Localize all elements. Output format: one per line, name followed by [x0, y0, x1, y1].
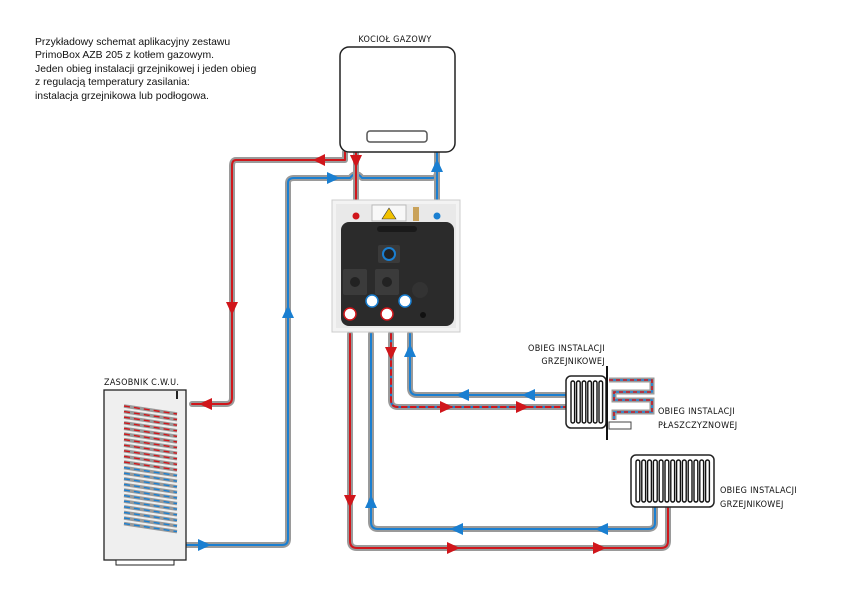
- coil-turn-core: [123, 410, 178, 421]
- coil-turn-core: [123, 438, 178, 449]
- arrow-tank-out-right: [198, 539, 211, 551]
- radiator-fin: [570, 380, 576, 424]
- thermometer-3: [343, 307, 357, 321]
- arrow-c2-return-up: [365, 495, 377, 508]
- radiator-1-label-line1: OBIEG INSTALACJI: [528, 344, 605, 354]
- arrow-c2-supply-right-1: [447, 542, 460, 554]
- radiator-fin: [687, 459, 693, 503]
- description-line: Przykładowy schemat aplikacyjny zestawu: [35, 37, 231, 48]
- boiler-label: KOCIOŁ GAZOWY: [358, 35, 431, 45]
- radiator-fin: [693, 459, 699, 503]
- arrow-c1-supply-right-2: [516, 401, 529, 413]
- tank-label: ZASOBNIK C.W.U.: [104, 378, 179, 388]
- floor-label-line2: PŁASZCZYZNOWEJ: [658, 421, 737, 431]
- coil-turn-core: [123, 517, 178, 527]
- radiator-fin: [658, 459, 664, 503]
- thermometer-2: [398, 294, 412, 308]
- radiator-fin: [587, 380, 593, 424]
- coil-turn-core: [123, 489, 178, 499]
- coil-turn-core: [123, 466, 178, 477]
- description-line: instalacja grzejnikowa lub podłogowa.: [35, 90, 209, 102]
- pipe-circuit2-return: [368, 331, 658, 532]
- arrow-supply-into-tank: [199, 398, 212, 410]
- arrow-c1-return-left-1: [456, 389, 469, 401]
- arrow-c1-return-left-2: [522, 389, 535, 401]
- arrow-c1-supply-right-1: [440, 401, 453, 413]
- coil-turn-core: [123, 461, 178, 471]
- radiator-fin: [699, 459, 705, 503]
- pipe-circuit1-supply: [388, 331, 571, 410]
- pipe-tank-supply: [189, 149, 348, 407]
- floor-label-line1: OBIEG INSTALACJI: [658, 407, 735, 417]
- thermometer-1: [365, 294, 379, 308]
- coil-turn-core: [123, 433, 178, 443]
- coil-turn-core: [123, 416, 178, 426]
- coil-turn-core: [123, 500, 178, 510]
- thermometer-4: [380, 307, 394, 321]
- radiator-fin: [592, 380, 598, 424]
- arrow-c1-return-up: [404, 344, 416, 357]
- radiator-fin: [704, 459, 711, 503]
- arrow-return-up: [282, 305, 294, 318]
- radiator-2: OBIEG INSTALACJI GRZEJNIKOWEJ: [630, 454, 797, 510]
- radiator-fin: [575, 380, 581, 424]
- coil-turn-core: [123, 506, 178, 516]
- tank-coil: [123, 404, 178, 534]
- coil-turn-core: [123, 522, 178, 533]
- radiator-1-label-line2: GRZEJNIKOWEJ: [541, 357, 605, 367]
- primobox-module: [331, 199, 461, 333]
- radiator-1: OBIEG INSTALACJI GRZEJNIKOWEJ: [528, 344, 608, 440]
- radiator-fin: [681, 459, 687, 503]
- arrow-c2-return-left-2: [595, 523, 608, 535]
- coil-turn-core: [123, 494, 178, 505]
- description-line: Jeden obieg instalacji grzejnikowej i je…: [35, 63, 257, 75]
- radiator-fin: [670, 459, 676, 503]
- hot-water-tank: ZASOBNIK C.W.U.: [103, 378, 187, 566]
- coil-turn-core: [123, 483, 178, 494]
- arrow-boiler-return-up: [431, 159, 443, 172]
- arrow-c2-supply-right-2: [593, 542, 606, 554]
- pipes: [177, 149, 671, 551]
- coil-turn-core: [123, 444, 178, 454]
- arrow-supply-left: [313, 154, 325, 166]
- arrow-boiler-supply-down: [350, 155, 362, 168]
- flow-arrows: [198, 154, 608, 554]
- warning-icon: [381, 207, 397, 220]
- description-line: z regulacją temperatury zasilania:: [35, 77, 190, 89]
- coil-turn-core: [123, 427, 178, 438]
- radiator-fin: [652, 459, 658, 503]
- radiator-fin: [641, 459, 647, 503]
- radiator-2-label-line1: OBIEG INSTALACJI: [720, 486, 797, 496]
- arrow-return-right: [327, 172, 340, 184]
- arrow-supply-down: [226, 302, 238, 315]
- pipe-circuit2-supply: [347, 331, 671, 551]
- description-line: PrimoBox AZB 205 z kotłem gazowym.: [35, 50, 215, 62]
- radiator-2-label-line2: GRZEJNIKOWEJ: [720, 500, 784, 510]
- radiator-1-fins: [570, 380, 604, 424]
- pipe-circuit1-return: [407, 331, 571, 398]
- radiator-fin: [646, 459, 653, 503]
- radiator-fin: [664, 459, 670, 503]
- radiator-fin: [675, 459, 682, 503]
- coil-turn-core: [123, 422, 178, 432]
- coil-turn-core: [123, 405, 178, 415]
- radiator-fin: [581, 380, 587, 424]
- arrow-c1-supply-down: [385, 347, 397, 360]
- coil-turn-core: [123, 455, 178, 466]
- arrow-c2-return-left-1: [450, 523, 463, 535]
- arrow-c2-supply-down: [344, 495, 356, 508]
- coil-turn-core: [123, 472, 178, 482]
- radiator-2-fins: [635, 459, 711, 503]
- floor-heating: OBIEG INSTALACJI PŁASZCZYZNOWEJ: [608, 377, 737, 431]
- boiler-display: [366, 130, 428, 143]
- description-text: Przykładowy schemat aplikacyjny zestawu …: [35, 36, 256, 103]
- radiator-fin: [635, 459, 641, 503]
- radiator-fin: [598, 380, 604, 424]
- coil-turn-core: [123, 478, 178, 488]
- coil-turn-core: [123, 511, 178, 522]
- gas-boiler: KOCIOŁ GAZOWY: [339, 35, 456, 153]
- coil-turn-core: [123, 450, 178, 460]
